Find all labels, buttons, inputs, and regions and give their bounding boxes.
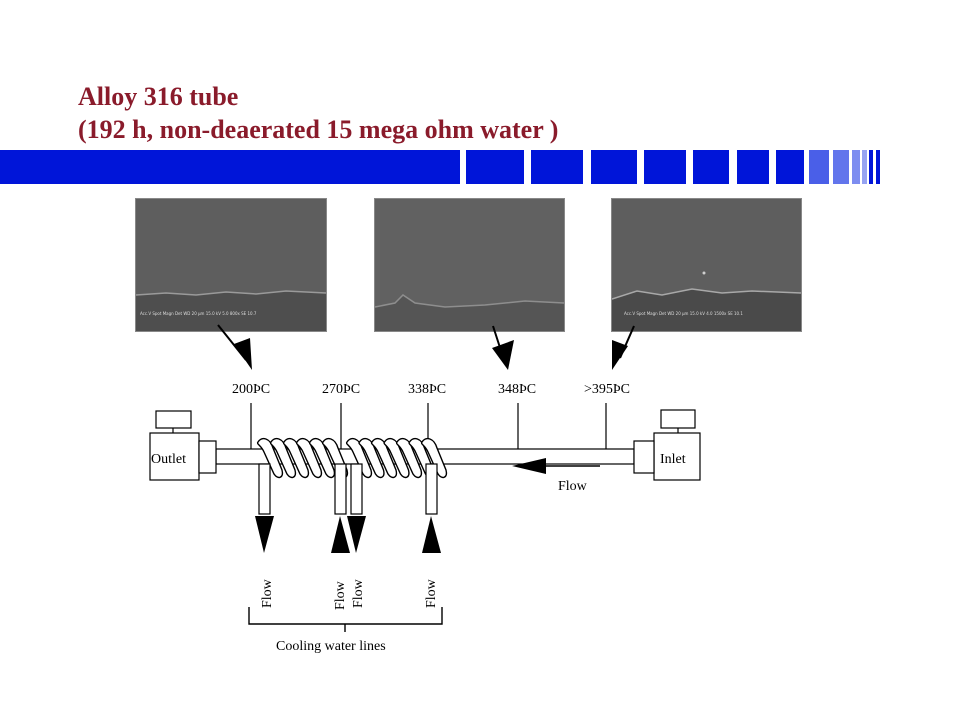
accent-bar-segment <box>809 150 829 184</box>
internal-flow-arrow <box>512 458 600 474</box>
cooling-flow-label: Flow <box>333 580 348 610</box>
title-line-2: (192 h, non-deaerated 15 mega ohm water … <box>78 115 559 144</box>
accent-bar-segment <box>876 150 880 184</box>
pointer-arrow-middle <box>492 325 514 370</box>
accent-bar-segment <box>466 150 524 184</box>
temperature-label: >395ÞC <box>584 382 630 397</box>
coil-turn <box>370 437 398 479</box>
pointer-arrow-left <box>217 324 252 370</box>
cooling-water-label: Cooling water lines <box>276 639 386 654</box>
title-line-1: Alloy 316 tube <box>78 82 239 111</box>
accent-bar-segment <box>693 150 729 184</box>
micrograph-caption: Acc.V Spot Magn Det WD 20 µm 15.0 kV 4.0… <box>624 311 743 316</box>
micrograph-middle <box>374 198 565 332</box>
cooling-flow-arrows <box>255 516 441 553</box>
outlet-label: Outlet <box>151 452 186 467</box>
inlet-label: Inlet <box>660 452 686 467</box>
accent-bar-segment <box>737 150 769 184</box>
accent-bar-segment <box>852 150 860 184</box>
cooling-flow-label: Flow <box>351 578 366 608</box>
coil-turn <box>345 437 373 479</box>
outlet-unit: Outlet <box>149 410 217 481</box>
cooling-bracket <box>248 607 443 632</box>
coil-turn <box>256 437 284 479</box>
micrograph-right: Acc.V Spot Magn Det WD 20 µm 15.0 kV 4.0… <box>611 198 802 332</box>
accent-bar-segment <box>776 150 804 184</box>
accent-bar <box>0 150 880 184</box>
micrograph-left: Acc.V Spot Magn Det WD 20 µm 15.0 kV 5.0… <box>135 198 327 332</box>
temperature-label: 270ÞC <box>322 382 360 397</box>
coil-turn <box>358 437 385 479</box>
coil-turn <box>383 437 410 479</box>
micrograph-caption: Acc.V Spot Magn Det WD 20 µm 15.0 kV 5.0… <box>140 311 257 316</box>
accent-bar-segment <box>862 150 867 184</box>
temperature-label: 348ÞC <box>498 382 536 397</box>
coil-turn <box>269 437 297 479</box>
coil-turn <box>308 437 336 479</box>
accent-bar-segment <box>531 150 583 184</box>
coil-turn <box>282 437 310 479</box>
temperature-label: 200ÞC <box>232 382 270 397</box>
internal-flow-label: Flow <box>558 479 588 494</box>
pointer-arrow-right <box>612 325 635 370</box>
accent-bar-segment <box>591 150 637 184</box>
coil-turn <box>420 437 448 479</box>
cooling-flow-label: Flow <box>260 578 275 608</box>
accent-bar-segment <box>869 150 873 184</box>
cooling-flow-label: Flow <box>424 578 439 608</box>
accent-bar-segment <box>0 150 460 184</box>
cooling-pipes <box>258 463 438 515</box>
inlet-unit: Inlet <box>633 409 701 481</box>
coil-turn <box>395 437 423 479</box>
temperature-label: 338ÞC <box>408 382 446 397</box>
accent-bar-segment <box>644 150 686 184</box>
coil-turn <box>295 437 323 479</box>
accent-bar-segment <box>833 150 849 184</box>
